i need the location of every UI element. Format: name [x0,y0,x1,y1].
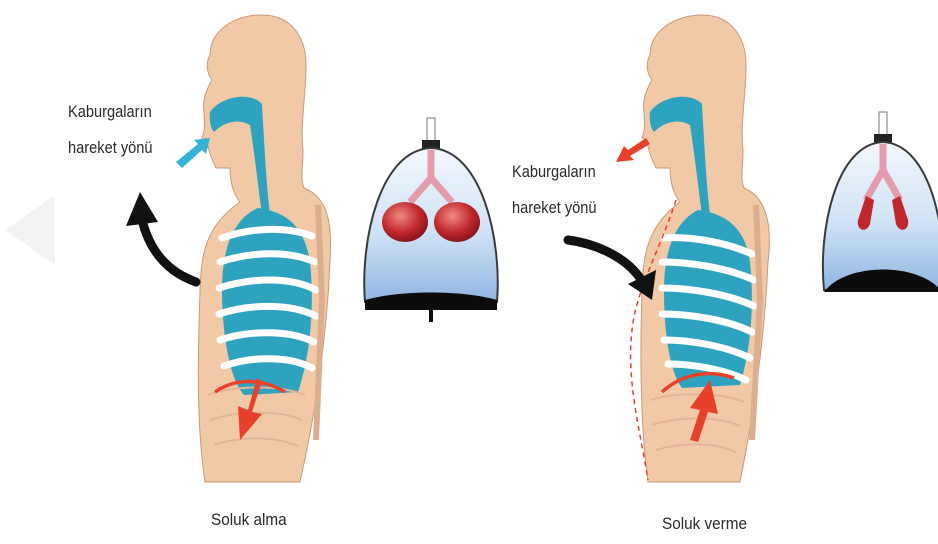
inhale-rib-arrowhead [126,192,158,226]
exhale-figure [568,15,769,482]
exhale-rib-arrow-icon [568,240,640,278]
exhale-rib-label-line1: Kaburgaların [512,160,596,185]
inhale-caption: Soluk alma [211,510,287,530]
inhale-figure [126,15,331,482]
exhale-caption: Soluk verme [662,514,747,534]
inhale-bell-jar [364,118,497,322]
exhale-rib-label-line2: hareket yönü [512,196,597,221]
inhale-rib-label-line1: Kaburgaların [68,100,152,125]
watermark [5,195,55,265]
inhale-balloon-left [382,202,428,242]
inhale-air-in-arrow [176,138,210,168]
exhale-air-out-arrow [616,138,650,162]
exhale-bell-jar [823,112,938,292]
inhale-rib-arrow-icon [142,220,196,282]
inhale-rib-label-line2: hareket yönü [68,136,153,161]
inhale-balloon-right [434,202,480,242]
